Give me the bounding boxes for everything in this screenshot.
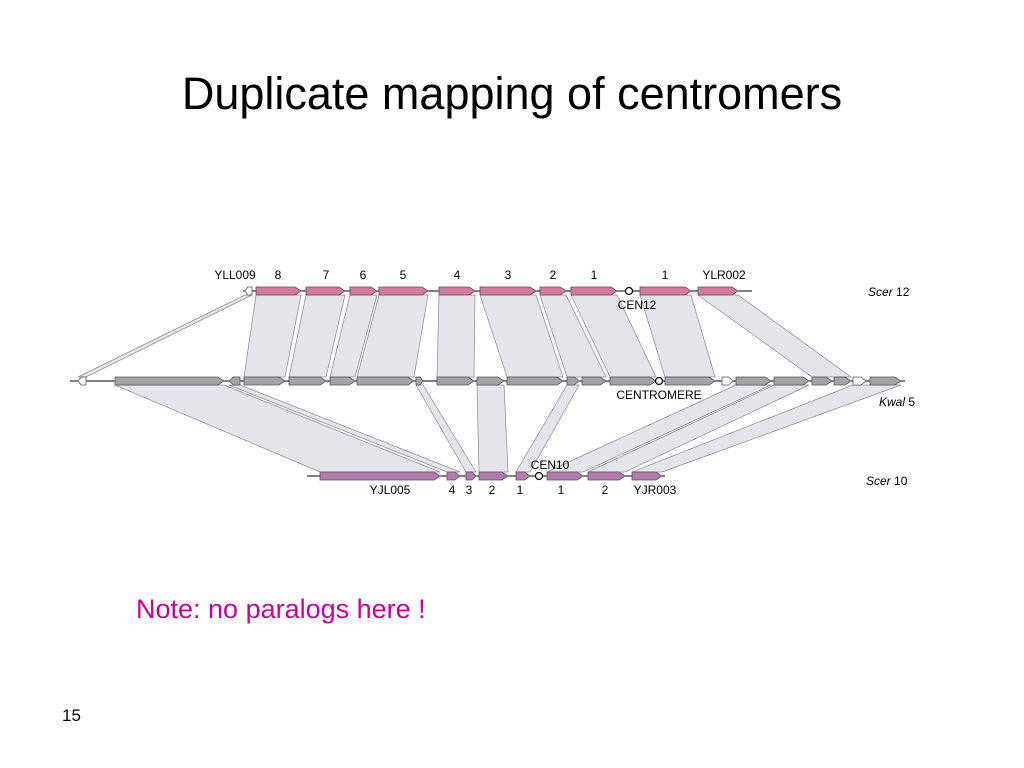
scer12-gene-label: YLL009: [214, 268, 256, 282]
scer12-track-label: Scer 12: [868, 285, 910, 299]
scer10-gene-label: 1: [558, 483, 565, 497]
scer10-track-label: Scer 10: [866, 474, 908, 488]
kwal-gene-arrow: [869, 376, 902, 386]
kwal-gene-arrow: [852, 376, 867, 386]
kwal-gene-arrow: [356, 376, 415, 386]
kwal-gene-arrow: [114, 376, 225, 386]
scer12-gene-arrow: [539, 286, 567, 296]
scer12-gene-arrow: [639, 286, 692, 296]
scer12-gene-arrow: [697, 286, 739, 296]
synteny-band: [696, 294, 853, 378]
slide-title: Duplicate mapping of centromers: [181, 68, 843, 119]
kwal-gene-arrow: [476, 376, 505, 386]
synteny-band: [476, 384, 509, 473]
scer12-gene-arrow: [378, 286, 429, 296]
scer12-gene-label: 6: [360, 268, 367, 282]
scer10-centromere-label: CEN10: [531, 458, 570, 472]
scer10-gene-label: 2: [489, 483, 496, 497]
scer10-centromere-marker: [534, 471, 544, 481]
scer10-gene-arrow: [319, 471, 441, 481]
page-number: 15: [62, 706, 81, 725]
scer10-gene-label: 4: [449, 483, 456, 497]
scer12-gene-arrow: [244, 286, 253, 296]
scer12-gene-label: 2: [550, 268, 557, 282]
scer12-gene-label: 1: [591, 268, 598, 282]
scer10-gene-arrow: [478, 471, 509, 481]
scer12-gene-label: 5: [400, 268, 407, 282]
kwal-gene-arrow: [721, 376, 734, 386]
synteny-band: [114, 384, 441, 473]
scer10-gene-label: YJL005: [370, 483, 411, 497]
scer10-gene-arrow: [546, 471, 584, 481]
kwal-gene-arrow: [735, 376, 772, 386]
scer10-gene-arrow: [465, 471, 477, 481]
scer10-gene-arrow: [631, 471, 663, 481]
scer12-gene-arrow: [305, 286, 346, 296]
kwal-track-species: Kwal: [879, 395, 905, 409]
scer12-gene-label: 1: [662, 268, 669, 282]
kwal-track-chromosome: 5: [905, 395, 915, 409]
scer10-gene-arrow: [515, 471, 531, 481]
scer12-gene-label: YLR002: [702, 268, 746, 282]
kwal-gene-arrow: [609, 376, 657, 386]
scer10-gene-arrow: [587, 471, 626, 481]
kwal-gene-arrow: [773, 376, 810, 386]
kwal-gene-arrow: [833, 376, 852, 386]
scer12-gene-arrow: [255, 286, 302, 296]
kwal-gene-arrow: [415, 376, 424, 386]
scer12-gene-label: 4: [454, 268, 461, 282]
synteny-bands: [77, 294, 902, 473]
scer12-gene-label: 8: [275, 268, 282, 282]
scer10-gene-label: 2: [602, 483, 609, 497]
scer12-gene-arrow: [438, 286, 476, 296]
scer10-gene-label: YJR003: [634, 483, 677, 497]
synteny-band: [515, 384, 580, 473]
scer12-track-species: Scer: [868, 285, 894, 299]
kwal-centromere-marker: [654, 376, 664, 386]
scer12-centromere-label: CEN12: [618, 298, 657, 312]
kwal-gene-arrow: [329, 376, 356, 386]
scer10-gene-label: 3: [466, 483, 473, 497]
kwal-track-label: Kwal 5: [879, 395, 915, 409]
scer10-gene-label: 1: [517, 483, 524, 497]
scer12-centromere-marker: [624, 286, 634, 296]
scer10-track-chromosome: 10: [891, 474, 908, 488]
scer10-track-species: Scer: [866, 474, 892, 488]
scer12-gene-arrow: [570, 286, 618, 296]
kwal-gene-arrow: [228, 376, 241, 386]
kwal-gene-arrow: [77, 376, 87, 386]
kwal-gene-arrow: [581, 376, 607, 386]
kwal-gene-arrow: [811, 376, 833, 386]
kwal-gene-arrow: [243, 376, 286, 386]
kwal-gene-arrow: [664, 376, 716, 386]
kwal-gene-arrow: [436, 376, 475, 386]
kwal-gene-arrow: [506, 376, 564, 386]
kwal-gene-arrow: [288, 376, 327, 386]
synteny-band: [77, 294, 253, 378]
scer12-gene-arrow: [349, 286, 378, 296]
note-text: Note: no paralogs here !: [136, 594, 426, 624]
scer10-gene-arrow: [446, 471, 461, 481]
synteny-band: [436, 294, 476, 378]
scer12-gene-arrow: [479, 286, 537, 296]
scer12-track-chromosome: 12: [893, 285, 910, 299]
scer12-gene-label: 3: [505, 268, 512, 282]
scer12-gene-label: 7: [323, 268, 330, 282]
kwal-gene-arrow: [566, 376, 580, 386]
gene-arrows: [77, 286, 902, 481]
kwal-centromere-label: CENTROMERE: [616, 388, 701, 402]
